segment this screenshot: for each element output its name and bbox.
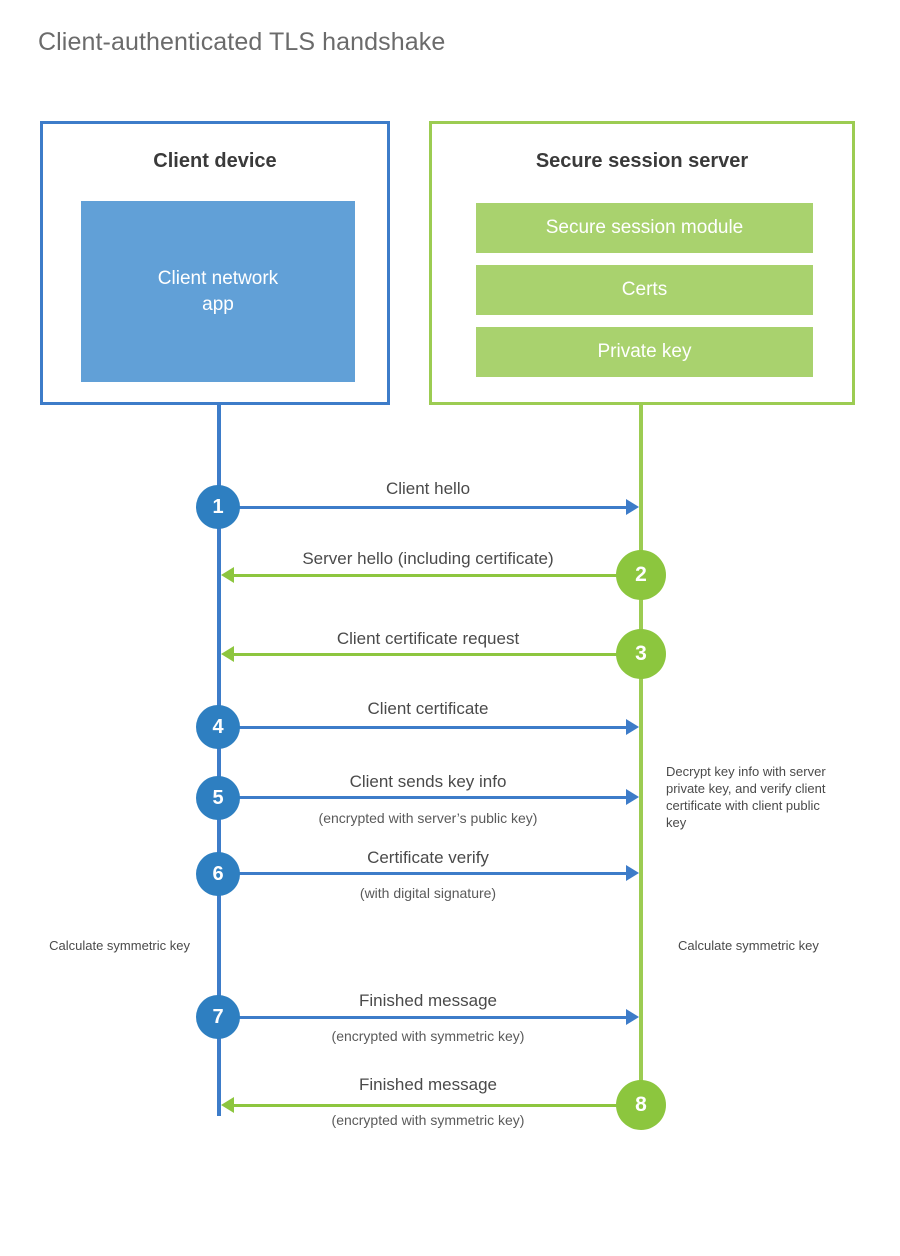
step-3-arrow-line — [234, 653, 639, 656]
decrypt-key-info-note: Decrypt key info with server private key… — [666, 764, 826, 830]
step-5-badge[interactable]: 5 — [196, 776, 240, 820]
step-8-badge[interactable]: 8 — [616, 1080, 666, 1130]
step-4-arrow-line — [221, 726, 626, 729]
step-6-arrow-line — [221, 872, 626, 875]
step-5-arrow-line — [221, 796, 626, 799]
client-lifeline — [217, 403, 221, 1116]
step-5-label: Client sends key info — [349, 772, 507, 791]
server-component-private-key: Private key — [476, 327, 813, 377]
step-4-label: Client certificate — [367, 699, 489, 718]
server-lifeline — [639, 403, 643, 1106]
step-7-badge[interactable]: 7 — [196, 995, 240, 1039]
server-calculate-symmetric-key-note: Calculate symmetric key — [678, 938, 819, 953]
step-6-arrow-head-icon — [626, 865, 639, 881]
step-7-label: Finished message — [359, 991, 497, 1010]
secure-session-server-box: Secure session server Secure session mod… — [429, 121, 855, 405]
step-5-sublabel: (encrypted with server’s public key) — [318, 810, 538, 826]
step-6-badge[interactable]: 6 — [196, 852, 240, 896]
step-6-sublabel: (with digital signature) — [359, 885, 497, 901]
step-3-arrow-head-icon — [221, 646, 234, 662]
step-2-arrow-line — [234, 574, 639, 577]
client-calculate-symmetric-key-note: Calculate symmetric key — [49, 938, 190, 953]
step-8-label: Finished message — [359, 1075, 497, 1094]
step-2-arrow-head-icon — [221, 567, 234, 583]
client-device-box: Client device Client network app — [40, 121, 390, 405]
step-8-arrow-head-icon — [221, 1097, 234, 1113]
step-1-label: Client hello — [385, 479, 471, 498]
step-7-arrow-head-icon — [626, 1009, 639, 1025]
client-network-app-block: Client network app — [81, 201, 355, 382]
step-7-arrow-line — [221, 1016, 626, 1019]
step-4-arrow-head-icon — [626, 719, 639, 735]
step-7-sublabel: (encrypted with symmetric key) — [331, 1028, 525, 1044]
step-2-label: Server hello (including certificate) — [302, 549, 554, 568]
client-app-label-line1: Client network — [157, 267, 279, 289]
client-network-app-label: Client network app — [158, 266, 278, 318]
step-8-arrow-line — [234, 1104, 639, 1107]
step-3-badge[interactable]: 3 — [616, 629, 666, 679]
step-8-sublabel: (encrypted with symmetric key) — [331, 1112, 525, 1128]
server-component-certs: Certs — [476, 265, 813, 315]
client-device-title: Client device — [153, 150, 277, 172]
client-app-label-line2: app — [202, 293, 234, 315]
step-6-label: Certificate verify — [367, 848, 489, 867]
step-1-arrow-line — [221, 506, 626, 509]
secure-session-server-title: Secure session server — [535, 150, 749, 172]
step-1-arrow-head-icon — [626, 499, 639, 515]
step-2-badge[interactable]: 2 — [616, 550, 666, 600]
server-component-secure-session-module: Secure session module — [476, 203, 813, 253]
step-3-label: Client certificate request — [336, 629, 520, 648]
step-4-badge[interactable]: 4 — [196, 705, 240, 749]
page-title: Client-authenticated TLS handshake — [38, 28, 446, 56]
step-5-arrow-head-icon — [626, 789, 639, 805]
step-1-badge[interactable]: 1 — [196, 485, 240, 529]
